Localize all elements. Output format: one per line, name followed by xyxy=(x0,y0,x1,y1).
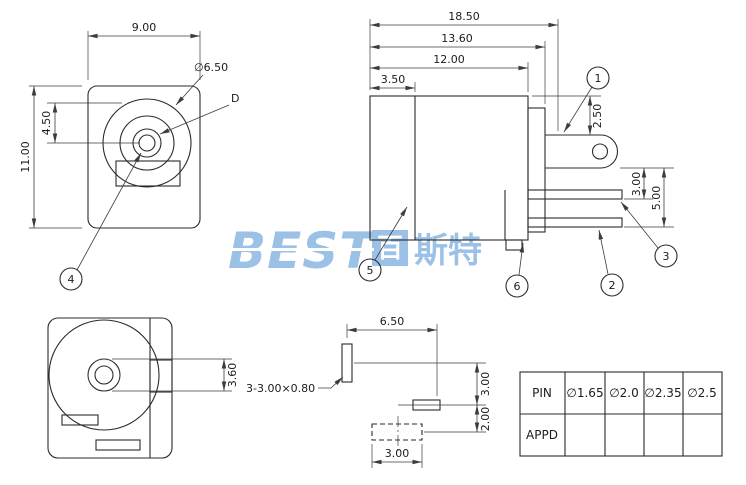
balloon-3-text: 3 xyxy=(663,250,670,263)
dim-front-width-text: 9.00 xyxy=(132,21,157,34)
dim-side-barrel-text: 3.50 xyxy=(381,73,406,86)
dim-side-flange: 13.60 xyxy=(370,32,546,104)
front-slot xyxy=(115,160,181,187)
footprint-note-text: 3-3.00×0.80 xyxy=(246,382,315,395)
balloon-6: 6 xyxy=(505,242,529,298)
leader-line xyxy=(518,242,525,276)
balloon-4-text: 4 xyxy=(68,273,75,286)
balloon-circle xyxy=(600,273,624,297)
balloon-1: 1 xyxy=(563,66,610,133)
dim-footprint-span-text: 6.50 xyxy=(380,315,405,328)
dim-footprint-pad-width: 3.00 xyxy=(371,444,423,468)
dim-bottom-hole: 3.60 xyxy=(112,358,239,392)
balloon-5: 5 xyxy=(358,206,408,282)
dim-footprint-row-lower: 2.00 xyxy=(424,405,492,433)
balloon-1-text: 1 xyxy=(595,72,602,85)
bottom-hole-circle xyxy=(87,358,121,392)
leader-line xyxy=(598,229,609,275)
balloon-circle xyxy=(654,244,678,268)
front-view: 9.00 11.00 4.50 ∅6.50 D 4 xyxy=(19,21,239,291)
dim-side-body: 12.00 xyxy=(370,53,529,92)
dim-side-pin-upper-text: 3.00 xyxy=(630,172,643,197)
leader-line xyxy=(374,206,408,261)
leader-line xyxy=(318,376,344,389)
footprint-view: 6.50 3-3.00×0.80 3.00 2.00 3.00 xyxy=(246,315,492,468)
table-pin-value: ∅2.0 xyxy=(609,386,639,400)
dim-side-pin-lower: 5.00 xyxy=(624,168,674,228)
pad-vertical xyxy=(341,343,353,383)
dim-side-pin-upper: 3.00 xyxy=(620,167,674,200)
side-bottom-tab xyxy=(505,239,523,251)
dim-side-lug-offset-text: 2.50 xyxy=(591,104,604,129)
dim-footprint-span: 6.50 xyxy=(346,315,438,396)
leader-line xyxy=(175,74,204,106)
dim-side-flange-text: 13.60 xyxy=(441,32,473,45)
watermark: BEST 百 斯特 xyxy=(226,222,482,280)
table-pin-value: ∅1.65 xyxy=(566,386,603,400)
dim-front-height: 11.00 xyxy=(19,85,82,229)
table-pin-value: ∅2.35 xyxy=(644,386,681,400)
leader-line xyxy=(76,152,142,271)
bottom-side-lug xyxy=(149,359,173,393)
dim-side-body-text: 12.00 xyxy=(433,53,465,66)
balloon-5-text: 5 xyxy=(367,264,374,277)
leader-line xyxy=(620,201,659,249)
dim-footprint-row-upper-text: 3.00 xyxy=(479,372,492,397)
footprint-note: 3-3.00×0.80 xyxy=(246,376,344,395)
bottom-center-pin-circle xyxy=(94,365,114,385)
balloon-2-text: 2 xyxy=(609,279,616,292)
side-lug xyxy=(545,134,619,169)
watermark-stripe xyxy=(226,248,374,251)
watermark-logo-box xyxy=(372,230,408,266)
bottom-slot-1 xyxy=(61,414,99,426)
dim-footprint-row-upper: 3.00 xyxy=(354,362,492,406)
dim-front-height-text: 11.00 xyxy=(19,141,32,173)
table-appd-label: APPD xyxy=(526,428,558,442)
side-view: 18.50 13.60 12.00 3.50 2.50 3.00 5.00 1 xyxy=(358,10,678,298)
leader-line xyxy=(159,104,230,135)
balloon-circle xyxy=(505,274,529,298)
pad-dashed-outline xyxy=(371,423,423,441)
dim-front-diameter-text: ∅6.50 xyxy=(194,61,228,74)
bottom-body-outline xyxy=(47,317,173,459)
front-center-pin-circle xyxy=(138,134,156,152)
dim-side-pin-lower-text: 5.00 xyxy=(650,186,663,211)
watermark-cn-text: 斯特 xyxy=(414,231,482,271)
dim-footprint-pad-width-text: 3.00 xyxy=(385,447,410,460)
dim-front-center-offset: 4.50 xyxy=(40,102,140,144)
balloon-3: 3 xyxy=(620,201,678,268)
side-flange xyxy=(527,107,546,233)
balloon-2: 2 xyxy=(598,229,624,297)
dim-side-total-text: 18.50 xyxy=(448,10,480,23)
dim-front-center-offset-text: 4.50 xyxy=(40,111,53,136)
bottom-slot-2 xyxy=(95,439,141,451)
front-body-outline xyxy=(87,85,201,229)
dim-side-lug-offset: 2.50 xyxy=(532,95,604,135)
balloon-6-text: 6 xyxy=(514,280,521,293)
side-pin-upper xyxy=(527,189,623,200)
dim-front-width: 9.00 xyxy=(87,21,201,80)
side-pin-lower xyxy=(527,217,623,228)
watermark-cn-box-char: 百 xyxy=(377,234,403,264)
balloon-circle xyxy=(59,267,83,291)
dim-front-diameter: ∅6.50 xyxy=(175,61,228,106)
leader-line xyxy=(563,86,593,133)
dim-footprint-row-lower-text: 2.00 xyxy=(479,407,492,432)
table-pin-value: ∅2.5 xyxy=(687,386,717,400)
dim-side-barrel: 3.50 xyxy=(370,73,416,92)
label-d-text: D xyxy=(231,92,239,105)
table-pin-label: PIN xyxy=(532,386,552,400)
bottom-view: 3.60 xyxy=(47,317,239,459)
dim-side-total: 18.50 xyxy=(369,10,559,131)
balloon-circle xyxy=(586,66,610,90)
side-lug-hole xyxy=(591,143,609,160)
spec-table: PIN APPD ∅1.65 ∅2.0 ∅2.35 ∅2.5 xyxy=(519,371,723,457)
balloon-circle xyxy=(358,258,382,282)
bottom-barrel-circle xyxy=(48,319,160,431)
label-d: D xyxy=(159,92,239,135)
balloon-4: 4 xyxy=(59,152,142,291)
side-body-outline xyxy=(369,95,529,241)
dim-bottom-hole-text: 3.60 xyxy=(226,363,239,388)
